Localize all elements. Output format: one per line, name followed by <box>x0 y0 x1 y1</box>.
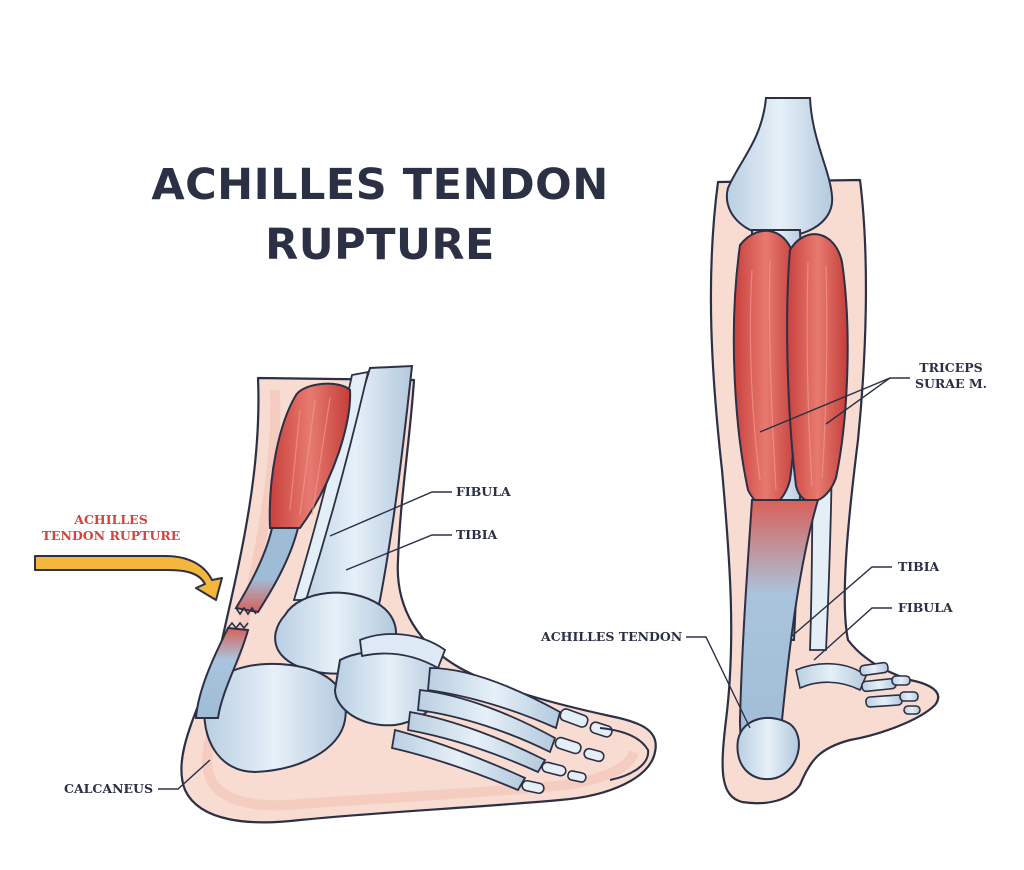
side-calf-muscle <box>268 382 352 529</box>
side-metatarsals <box>390 667 562 792</box>
label-triceps-surae: TRICEPS SURAE M. <box>906 360 996 391</box>
back-calcaneus-bone <box>736 716 800 781</box>
back-leader-lines <box>686 377 910 729</box>
side-calcaneus-bone <box>203 662 347 774</box>
label-tibia-side: TIBIA <box>456 527 498 542</box>
label-tibia-back: TIBIA <box>898 559 940 574</box>
side-leader-lines <box>158 491 452 790</box>
label-fibula-side: FIBULA <box>456 484 511 499</box>
label-calcaneus: CALCANEUS <box>64 781 153 796</box>
label-fibula-back: FIBULA <box>898 600 953 615</box>
rupture-gap <box>235 606 257 616</box>
label-triceps-line-1: TRICEPS <box>919 360 983 375</box>
side-phalanges <box>521 708 613 795</box>
side-tendon-upper <box>234 527 300 614</box>
back-femur-bone <box>725 97 834 238</box>
label-achilles-tendon: ACHILLES TENDON <box>541 629 683 644</box>
rupture-arrow <box>34 555 223 601</box>
side-view-foot <box>34 364 657 824</box>
label-achilles-tendon-rupture: ACHILLES TENDON RUPTURE <box>38 512 184 543</box>
back-view-leg <box>686 97 940 805</box>
label-rupture-line-1: ACHILLES <box>74 512 148 527</box>
back-foot-bones <box>795 661 921 715</box>
side-tendon-lower <box>194 626 250 719</box>
label-rupture-line-2: TENDON RUPTURE <box>41 527 181 543</box>
diagram-title-line-2: RUPTURE <box>265 220 495 270</box>
label-triceps-line-2: SURAE M. <box>914 375 988 391</box>
diagram-title-line-1: ACHILLES TENDON <box>151 160 609 210</box>
back-lateral-head-muscle <box>786 233 849 503</box>
